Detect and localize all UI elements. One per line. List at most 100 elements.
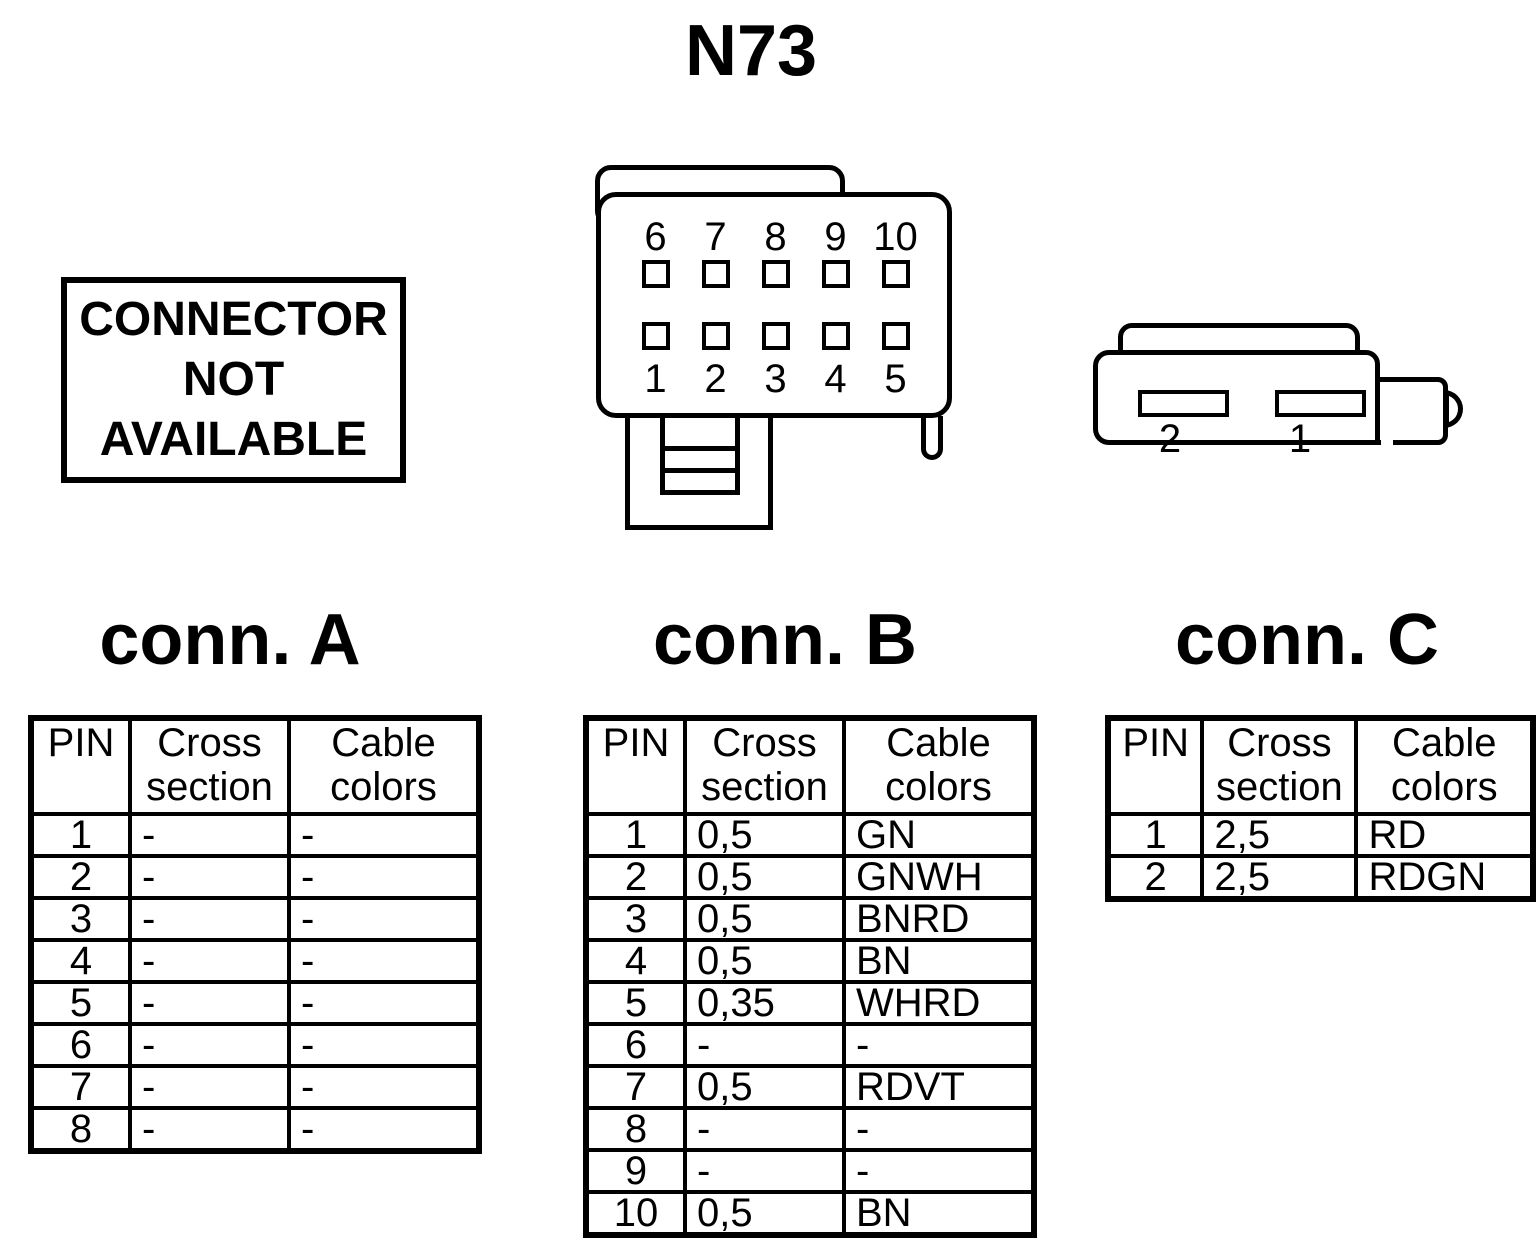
- cross-section-cell: 0,5: [683, 854, 846, 900]
- pin-cavity-square: [701, 260, 730, 288]
- table-row: 4--: [29, 938, 481, 984]
- pin-number-label: 6: [644, 215, 667, 259]
- table-row: 2--: [29, 854, 481, 900]
- cable-color-cell: -: [842, 1106, 1036, 1152]
- pin-cavity: [701, 260, 730, 288]
- column-header: Cable colors: [842, 716, 1036, 816]
- pin-cavity-square: [701, 322, 730, 350]
- cross-section-cell: 0,5: [683, 896, 846, 942]
- na-line-2: NOT: [182, 353, 285, 406]
- cross-section-cell: 0,35: [683, 980, 846, 1026]
- cross-section-cell: -: [128, 812, 291, 858]
- cross-section-cell: 0,5: [683, 1064, 846, 1110]
- pin-cell: 2: [1105, 854, 1205, 901]
- cross-section-cell: -: [128, 1022, 291, 1068]
- pin-cell: 5: [584, 980, 687, 1026]
- column-header: Cross section: [128, 716, 291, 816]
- pin-cavity-square: [761, 322, 790, 350]
- cross-section-cell: -: [128, 1064, 291, 1110]
- column-header: PIN: [1105, 716, 1205, 816]
- na-line-3: AVAILABLE: [99, 413, 368, 466]
- pin-slot-1: [1275, 390, 1366, 417]
- cable-color-cell: -: [287, 812, 481, 858]
- pin-number-label: 8: [764, 215, 787, 259]
- pin-cavity-row-bottom: [641, 322, 910, 350]
- pin-number-label: 7: [704, 215, 727, 259]
- table-row: 7--: [29, 1064, 481, 1110]
- pin-slot-2: [1138, 390, 1229, 417]
- cross-section-cell: 2,5: [1200, 854, 1359, 901]
- connector-b-latch-inner: [660, 413, 740, 495]
- cable-color-cell: BNRD: [842, 896, 1036, 942]
- pin-cell: 4: [29, 938, 132, 984]
- pin-cavity-square: [881, 260, 910, 288]
- cable-color-cell: RD: [1354, 812, 1535, 858]
- pin-cavity: [641, 322, 670, 350]
- pin-cavity-square: [641, 260, 670, 288]
- column-header: Cross section: [1200, 716, 1359, 816]
- column-header: PIN: [584, 716, 687, 816]
- cross-section-cell: -: [128, 854, 291, 900]
- component-title: N73: [684, 11, 818, 91]
- pin-cavity-square: [881, 322, 910, 350]
- pin-cavity-square: [821, 260, 850, 288]
- cable-color-cell: GN: [842, 812, 1036, 858]
- cable-color-cell: -: [287, 1064, 481, 1110]
- table-row: 5--: [29, 980, 481, 1026]
- conn-a-title: conn. A: [99, 600, 361, 680]
- pin-cell: 6: [584, 1022, 687, 1068]
- cable-color-cell: -: [287, 854, 481, 900]
- pin-cavity: [881, 322, 910, 350]
- cross-section-cell: -: [683, 1148, 846, 1194]
- connector-not-available-box: CONNECTOR NOT AVAILABLE: [61, 277, 406, 483]
- cable-color-cell: -: [287, 980, 481, 1026]
- table-row: 8--: [584, 1106, 1036, 1152]
- pin-cavity: [761, 260, 790, 288]
- pin-cell: 5: [29, 980, 132, 1026]
- cable-color-cell: -: [287, 1022, 481, 1068]
- table-row: 9--: [584, 1148, 1036, 1194]
- pin-cell: 1: [1105, 812, 1205, 858]
- pin-cavity-square: [641, 322, 670, 350]
- conn-b-title: conn. B: [653, 600, 917, 680]
- cable-color-cell: WHRD: [842, 980, 1036, 1026]
- pin-cell: 7: [29, 1064, 132, 1110]
- pin-cell: 7: [584, 1064, 687, 1110]
- cable-color-cell: -: [287, 1106, 481, 1153]
- pin-number-label: 9: [824, 215, 847, 259]
- cross-section-cell: 2,5: [1200, 812, 1359, 858]
- table-row: 3--: [29, 896, 481, 942]
- cross-section-cell: -: [128, 938, 291, 984]
- pin-cavity: [701, 322, 730, 350]
- pin-number-label: 1: [644, 357, 667, 401]
- pin-cell: 3: [584, 896, 687, 942]
- pin-cavity: [821, 322, 850, 350]
- pin-cavity-row-top: [641, 260, 910, 288]
- cross-section-cell: 0,5: [683, 812, 846, 858]
- pin-cavity: [641, 260, 670, 288]
- pin-number-label: 2: [1158, 417, 1182, 461]
- cable-color-cell: -: [287, 896, 481, 942]
- pin-cavity-square: [821, 322, 850, 350]
- latch-rib-line: [665, 446, 735, 451]
- pin-cell: 2: [29, 854, 132, 900]
- table-row: 1--: [29, 812, 481, 858]
- column-header: Cable colors: [1354, 716, 1535, 816]
- pin-number-label: 10: [873, 215, 918, 259]
- latch-rib-line: [665, 468, 735, 473]
- pin-cavity-square: [761, 260, 790, 288]
